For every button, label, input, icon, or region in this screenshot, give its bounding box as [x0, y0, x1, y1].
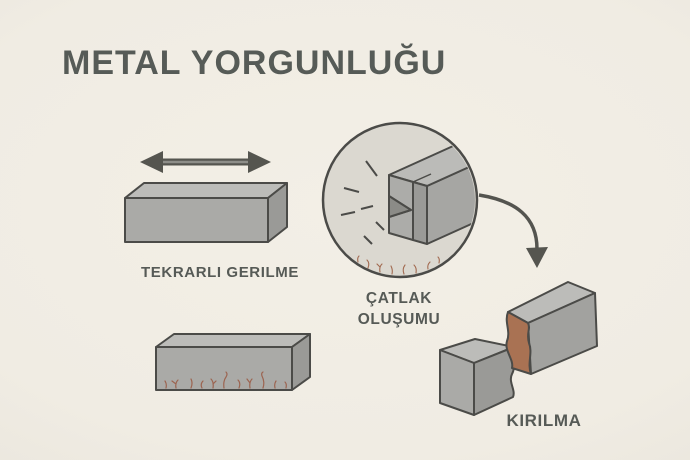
double-arrow-icon: [140, 151, 271, 173]
label-crack-line2: OLUŞUMU: [357, 311, 441, 328]
broken-bar: [439, 281, 598, 416]
lens-crack-marks: [357, 255, 440, 275]
impact-dashes: [340, 160, 385, 245]
fracture-piece-right: [505, 281, 598, 375]
micro-cracks: [164, 371, 287, 389]
fracture-surface: [505, 311, 532, 375]
metal-bar: [124, 182, 288, 243]
notch-icon: [388, 195, 412, 218]
cracked-bar: [155, 333, 311, 391]
label-fracture: KIRILMA: [506, 411, 582, 430]
curved-arrow-icon: [478, 193, 548, 268]
page-title: METAL YORGUNLUĞU: [62, 44, 447, 82]
label-crack-formation: ÇATLAK OLUŞUMU: [329, 288, 469, 330]
label-repeated-stress: TEKRARLI GERILME: [141, 264, 299, 281]
label-crack-line1: ÇATLAK: [365, 290, 433, 307]
fracture-piece-left: [439, 338, 515, 416]
magnifier-circle: [321, 121, 479, 279]
